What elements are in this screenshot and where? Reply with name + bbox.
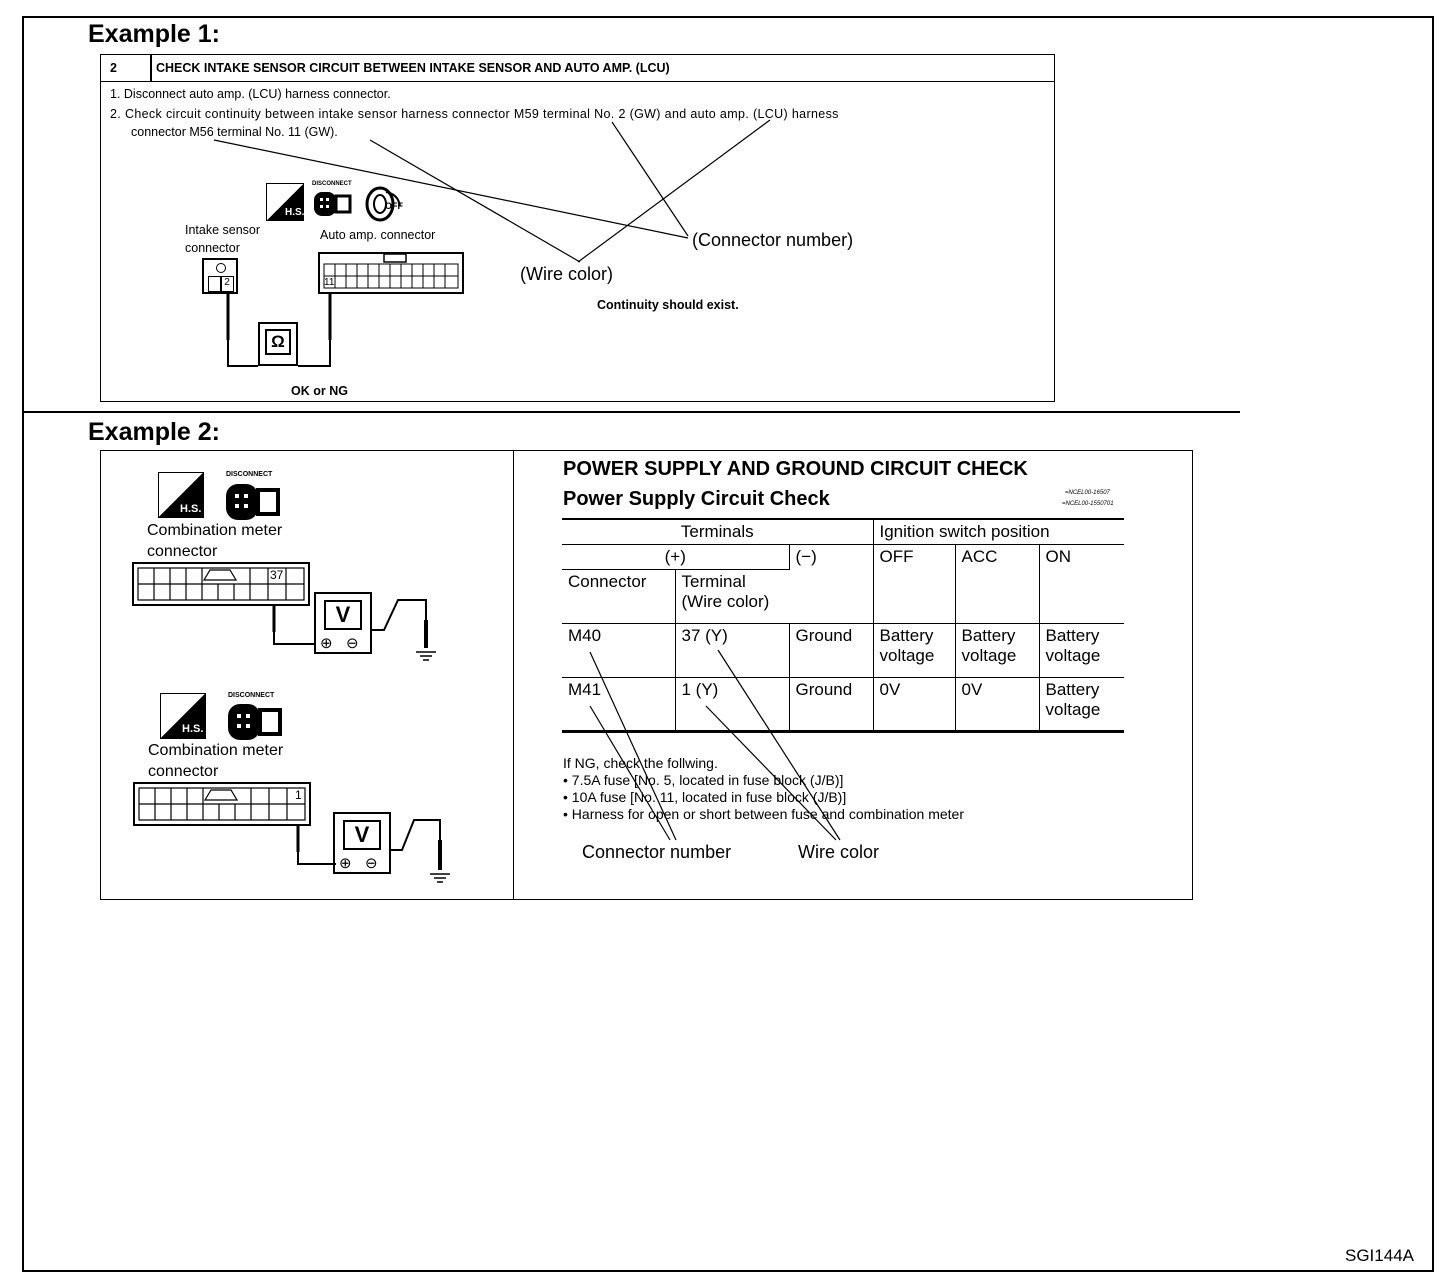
list-item: • 7.5A fuse [No. 5, located in fuse bloc…	[563, 772, 844, 788]
combination-meter-connector-2: 1	[133, 782, 311, 826]
terminals-header: Terminals	[562, 518, 874, 545]
ng-heading: If NG, check the follwing.	[563, 755, 718, 771]
minus-terminal-icon-2: ⊖	[365, 855, 378, 872]
terminal-11: 11	[324, 277, 335, 288]
connector-header: Connector	[562, 569, 676, 624]
figure-code: SGI144A	[1345, 1246, 1414, 1265]
terminal-37: 37	[270, 568, 284, 582]
meter2-label: Combination meter	[148, 742, 284, 759]
callout-connector-number-2: Connector number	[582, 842, 732, 862]
hs-icon-2	[158, 472, 204, 518]
disconnect-label-3: DISCONNECT	[228, 692, 275, 699]
off-header: OFF	[873, 544, 956, 624]
auto-amp-label: Auto amp. connector	[320, 228, 436, 242]
result-text: OK or NG	[291, 384, 348, 398]
terminal-2: 2	[220, 276, 234, 292]
intake-sensor-label-2: connector	[185, 241, 240, 255]
meter1-label-2: connector	[147, 543, 218, 560]
meter2-label-2: connector	[148, 763, 219, 780]
instruction-2-cont: connector M56 terminal No. 11 (GW).	[131, 125, 338, 139]
minus-header: (−)	[789, 544, 874, 624]
example1-box	[100, 54, 1055, 402]
example2-right-box	[513, 450, 1193, 900]
terminal-header: Terminal(Wire color)	[675, 569, 789, 624]
meter1-label: Combination meter	[147, 522, 283, 539]
list-item: • 10A fuse [No. 11, located in fuse bloc…	[563, 789, 847, 805]
acc-header: ACC	[955, 544, 1040, 624]
instruction-1: 1. Disconnect auto amp. (LCU) harness co…	[110, 87, 391, 101]
plus-header: (+)	[562, 544, 790, 570]
power-supply-table: Terminals Ignition switch position (+) (…	[562, 518, 1124, 733]
power-supply-heading: POWER SUPPLY AND GROUND CIRCUIT CHECK	[563, 458, 1028, 480]
auto-amp-connector: 11	[318, 252, 464, 294]
intake-sensor-connector: 2	[202, 258, 238, 294]
section-divider	[24, 411, 1240, 413]
disconnect-label: DISCONNECT	[312, 181, 352, 187]
disconnect-label-2: DISCONNECT	[226, 471, 273, 478]
example1-title: Example 1:	[88, 20, 221, 48]
callout-connector-number-1: (Connector number)	[692, 230, 854, 250]
combination-meter-connector-1: 37	[132, 562, 310, 606]
hs-icon-3	[160, 693, 206, 739]
minus-terminal-icon: ⊖	[346, 635, 359, 652]
continuity-text: Continuity should exist.	[597, 298, 739, 312]
disconnect-connector-icon-2	[226, 482, 288, 522]
disconnect-connector-icon	[314, 190, 356, 218]
on-header: ON	[1039, 544, 1124, 624]
step-number: 2	[110, 61, 117, 75]
plus-terminal-icon: ⊕	[320, 635, 333, 652]
ohmmeter-icon: Ω	[258, 322, 298, 366]
plus-terminal-icon-2: ⊕	[339, 855, 352, 872]
callout-wire-color-1: (Wire color)	[520, 264, 613, 284]
ignition-header: Ignition switch position	[873, 518, 1124, 545]
ng-list: If NG, check the follwing. • 7.5A fuse […	[563, 755, 964, 823]
ref-code-2: =NCEL00-1550701	[1062, 501, 1114, 507]
voltmeter-icon-1: V ⊕ ⊖	[314, 592, 372, 654]
page-frame	[22, 16, 1434, 1272]
disconnect-connector-icon-3	[228, 702, 290, 742]
callout-wire-color-2: Wire color	[798, 842, 880, 862]
list-item: • Harness for open or short between fuse…	[563, 806, 965, 822]
instruction-2: 2. Check circuit continuity between inta…	[110, 107, 839, 121]
voltmeter-icon-2: V ⊕ ⊖	[333, 812, 391, 874]
ref-code-1: =NCEL00-16507	[1065, 490, 1110, 496]
power-supply-subheading: Power Supply Circuit Check	[563, 488, 830, 510]
step-title: CHECK INTAKE SENSOR CIRCUIT BETWEEN INTA…	[156, 61, 670, 75]
intake-sensor-label: Intake sensor	[185, 223, 261, 237]
example2-title: Example 2:	[88, 418, 221, 446]
terminal-1: 1	[295, 788, 302, 802]
step-header	[100, 54, 1055, 82]
